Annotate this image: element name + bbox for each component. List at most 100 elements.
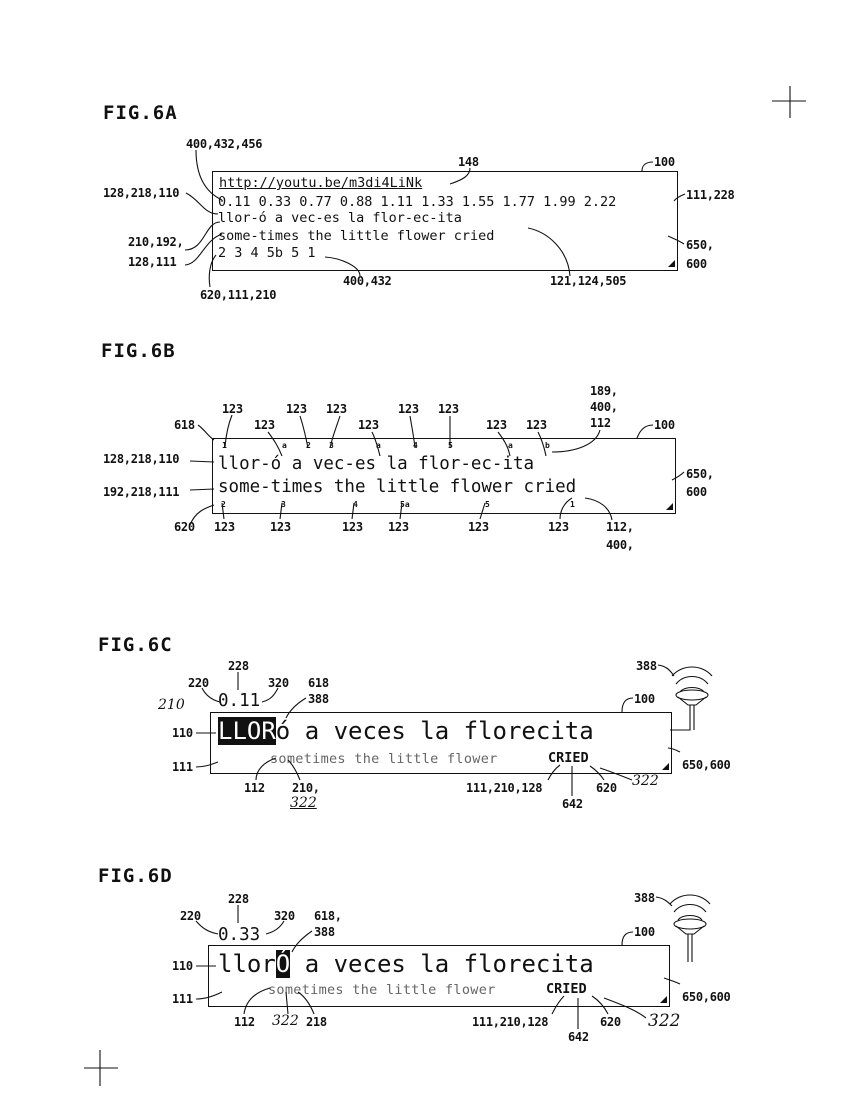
tiny-index: 3 (329, 441, 334, 450)
ref-label: 100 (654, 418, 675, 432)
ref-label: 220 (180, 909, 201, 923)
spanish-pre: llor (218, 950, 276, 978)
ref-label: 123 (270, 520, 291, 534)
ref-label: 123 (254, 418, 275, 432)
ref-label: 320 (268, 676, 289, 690)
ref-label: 388 (636, 659, 657, 673)
timestamps-line: 0.11 0.33 0.77 0.88 1.11 1.33 1.55 1.77 … (218, 194, 617, 210)
ref-label: 121,124,505 (550, 274, 627, 288)
ref-label: 620 (596, 781, 617, 795)
ref-label: 400,432 (343, 274, 392, 288)
english-line: some-times the little flower cried (218, 228, 495, 244)
ref-label: 600 (686, 485, 707, 499)
display-panel (212, 171, 678, 271)
ref-label: 112 (244, 781, 265, 795)
highlighted-word: CRIED (548, 750, 589, 766)
resize-grip-icon (666, 503, 673, 510)
ref-label: 620 (600, 1015, 621, 1029)
tiny-index: 4 (413, 441, 418, 450)
ref-label: 123 (326, 402, 347, 416)
ref-label: 618 (308, 676, 329, 690)
alignment-numbers-line: 2 3 4 5b 5 1 (218, 245, 316, 261)
ref-label: 400, (590, 400, 618, 414)
tiny-index: a (508, 441, 513, 450)
resize-grip-icon (660, 996, 667, 1003)
ref-label: 112 (590, 416, 611, 430)
highlighted-letter: Ó (275, 950, 291, 978)
ref-label: 642 (562, 797, 583, 811)
ref-label: 618 (174, 418, 195, 432)
ref-label: 218 (306, 1015, 327, 1029)
ref-label: 110 (172, 959, 193, 973)
ref-label: 388 (314, 925, 335, 939)
ref-label: 320 (274, 909, 295, 923)
ref-label: 110 (172, 726, 193, 740)
ref-label: 100 (634, 925, 655, 939)
tiny-index: 3 (281, 500, 286, 509)
timestamp: 0.33 (218, 925, 261, 945)
resize-grip-icon (668, 260, 675, 267)
highlighted-syllable: LLOR (218, 717, 276, 745)
highlighted-word: CRIED (546, 981, 587, 997)
ref-label: 650,600 (682, 758, 731, 772)
ref-label: 642 (568, 1030, 589, 1044)
ref-label: 618, (314, 909, 342, 923)
ref-label: 228 (228, 659, 249, 673)
ref-label: 620 (174, 520, 195, 534)
ref-label: 128,111 (128, 255, 177, 269)
ref-label: 123 (486, 418, 507, 432)
display-panel (210, 712, 672, 774)
handwritten-ref: 210 (158, 697, 185, 713)
ref-label: 650, (686, 238, 714, 252)
tiny-index: a (282, 441, 287, 450)
english-line: sometimes the little flower (270, 751, 498, 767)
english-line: some-times the little flower cried (218, 477, 577, 497)
ref-label: 100 (634, 692, 655, 706)
tiny-index: 2 (221, 500, 226, 509)
figure-title: FIG.6A (103, 102, 178, 124)
ref-label: 111,228 (686, 188, 735, 202)
tiny-index: 2 (306, 441, 311, 450)
ref-label: 112, (606, 520, 634, 534)
spanish-rest: a veces la florecita (290, 950, 594, 978)
ref-label: 123 (388, 520, 409, 534)
ref-label: 123 (222, 402, 243, 416)
ref-label: 123 (214, 520, 235, 534)
ref-label: 210,192, (128, 235, 184, 249)
handwritten-ref: 322 (648, 1011, 681, 1031)
ref-label: 100 (654, 155, 675, 169)
link-text[interactable]: http://youtu.be/m3di4LiNk (219, 175, 423, 191)
figure-title: FIG.6C (98, 634, 173, 656)
ref-label: 228 (228, 892, 249, 906)
ref-label: 388 (308, 692, 329, 706)
handwritten-ref: 322 (290, 795, 317, 811)
figure-title: FIG.6D (98, 865, 173, 887)
ref-label: 111 (172, 992, 193, 1006)
ref-label: 123 (342, 520, 363, 534)
ref-label: 388 (634, 891, 655, 905)
ref-label: 123 (468, 520, 489, 534)
tiny-index: 1 (222, 441, 227, 450)
resize-grip-icon (662, 763, 669, 770)
spanish-line: llor-ó a vec-es la flor-ec-ita (218, 210, 462, 226)
ref-label: 123 (526, 418, 547, 432)
spanish-line: llorÓ a veces la florecita (218, 950, 594, 978)
ref-label: 650, (686, 467, 714, 481)
tiny-index: a (376, 441, 381, 450)
tiny-index: b (545, 441, 550, 450)
ref-label: 111,210,128 (466, 781, 543, 795)
ref-label: 148 (458, 155, 479, 169)
ref-label: 210, (292, 781, 320, 795)
ref-label: 650,600 (682, 990, 731, 1004)
ref-label: 111 (172, 760, 193, 774)
ref-label: 112 (234, 1015, 255, 1029)
timestamp: 0.11 (218, 691, 261, 711)
handwritten-ref: 322 (632, 773, 659, 789)
english-line: sometimes the little flower (268, 982, 496, 998)
